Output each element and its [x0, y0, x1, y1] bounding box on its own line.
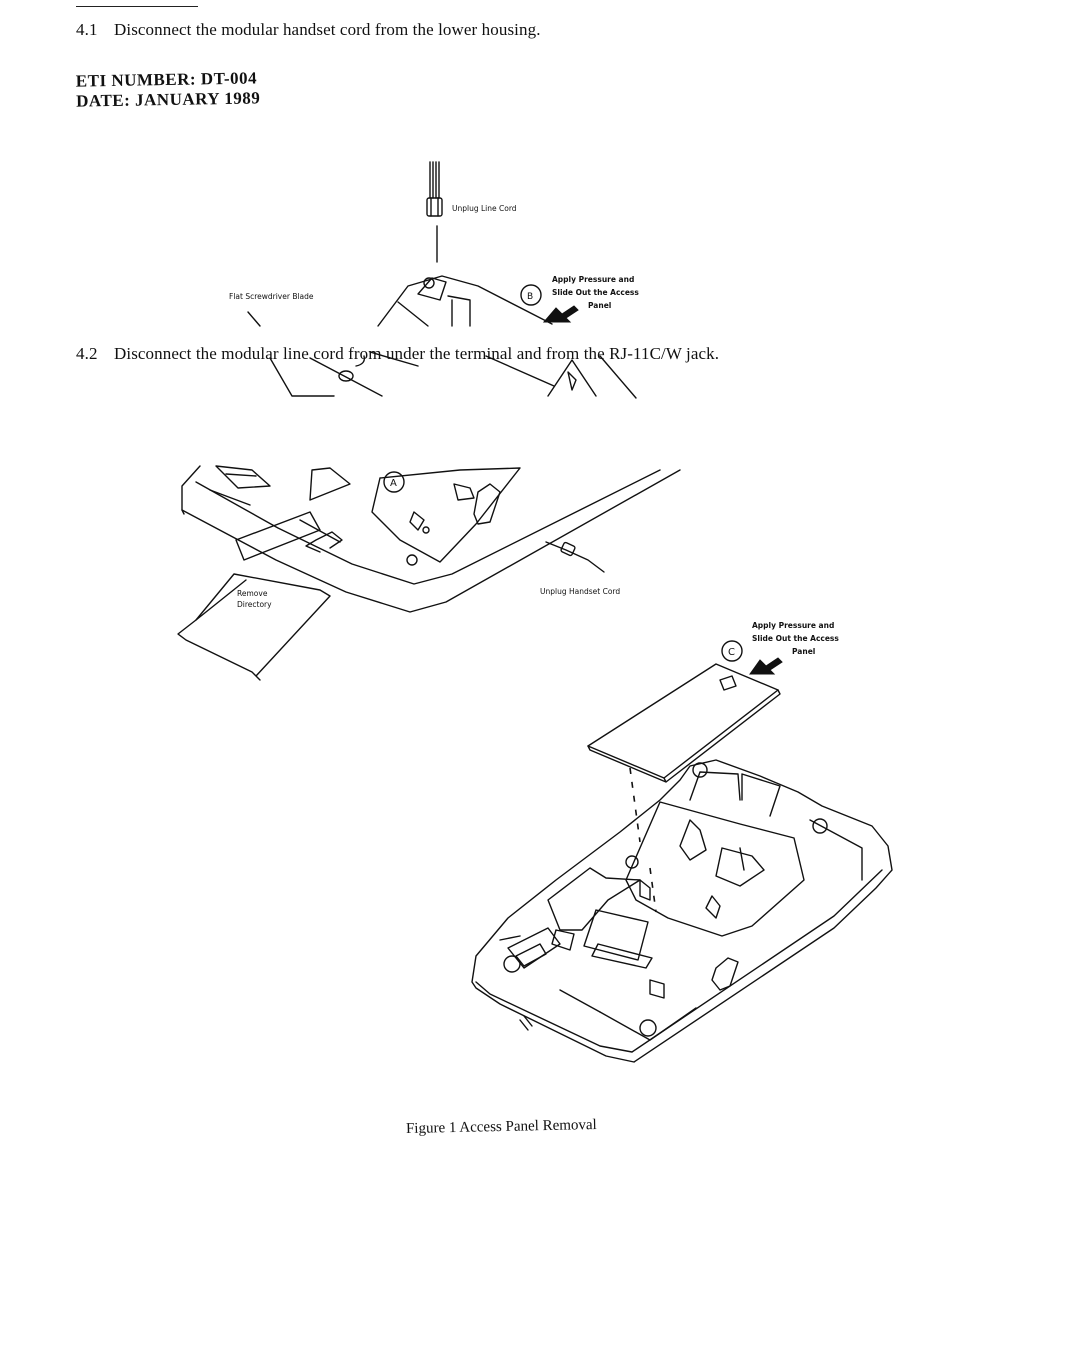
step-number: 4.1	[76, 20, 98, 39]
telephone-housing-drawing	[181, 465, 681, 613]
directory-card-drawing	[177, 511, 331, 681]
unplug-line-cord-label: Unplug Line Cord	[452, 204, 517, 213]
unplug-handset-cord-label: Unplug Handset Cord	[540, 587, 620, 596]
flat-screwdriver-label: Flat Screwdriver Blade	[229, 292, 314, 301]
arrow-icon	[542, 305, 579, 323]
step-number: 4.2	[76, 344, 98, 363]
remove-directory-line1: Remove	[237, 589, 268, 598]
marker-a-label: A	[390, 478, 397, 489]
apply-pressure-b-line2: Slide Out the Access	[552, 288, 639, 297]
apply-pressure-b-line1: Apply Pressure and	[552, 275, 634, 284]
apply-pressure-c-line2: Slide Out the Access	[752, 634, 839, 643]
top-rule	[76, 6, 198, 7]
step-4-1: 4.1 Disconnect the modular handset cord f…	[76, 20, 541, 40]
step-4-2: 4.2 Disconnect the modular line cord from…	[76, 344, 719, 364]
arrow-icon	[749, 657, 783, 675]
step-text: Disconnect the modular handset cord from…	[114, 20, 541, 39]
marker-c-label: C	[728, 647, 735, 658]
base-housing-drawing	[471, 759, 893, 1063]
apply-pressure-c-line1: Apply Pressure and	[752, 621, 834, 630]
marker-b-label: B	[527, 292, 533, 302]
step-text: Disconnect the modular line cord from un…	[114, 344, 720, 363]
access-panel-drawing	[587, 640, 781, 783]
apply-pressure-c-line3: Panel	[792, 647, 815, 656]
line-cord-plug-drawing	[426, 161, 443, 263]
housing-corner-drawing	[247, 275, 637, 399]
remove-directory-line2: Directory	[237, 600, 272, 609]
handset-cord-drawing	[545, 541, 605, 573]
marker-b-circle	[520, 284, 542, 306]
apply-pressure-b-line3: Panel	[588, 301, 611, 310]
